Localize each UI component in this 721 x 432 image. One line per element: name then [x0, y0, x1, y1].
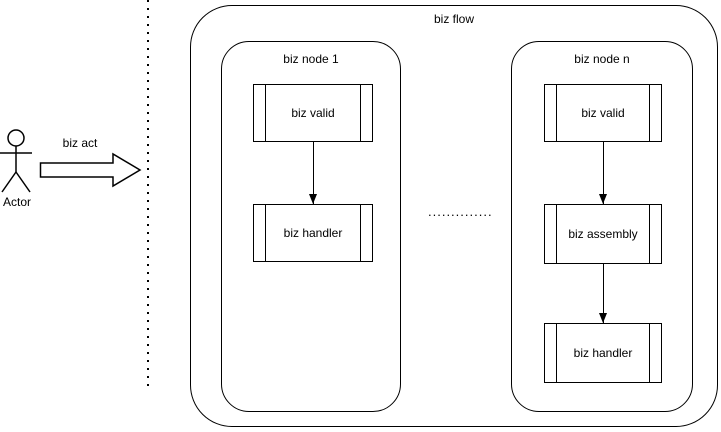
actor-figure-icon — [0, 129, 32, 193]
biz-act-label: biz act — [62, 136, 98, 150]
biz-node-n-title: biz node n — [574, 52, 630, 66]
connector-arrow-down — [309, 142, 317, 204]
biz-node-n-container: biz node n biz valid biz assembly biz ha… — [511, 41, 693, 412]
connector-arrow-down — [599, 264, 607, 323]
process-step-box-biz-handler: biz handler — [544, 323, 662, 383]
process-step-box-biz-assembly: biz assembly — [544, 204, 662, 264]
biz-flow-container: biz flow biz node 1 biz valid biz handle… — [190, 5, 718, 427]
dotted-separator-line — [147, 0, 149, 388]
biz-act-arrow-icon — [39, 152, 142, 188]
actor: Actor — [0, 127, 34, 213]
nodes-ellipsis: .............. — [428, 204, 493, 219]
biz-flow-title: biz flow — [433, 12, 474, 26]
process-step-box-biz-valid: biz valid — [253, 84, 373, 142]
biz-node-1-container: biz node 1 biz valid biz handler — [221, 41, 401, 412]
process-step-box-biz-valid: biz valid — [544, 84, 662, 142]
connector-arrow-down — [599, 142, 607, 204]
biz-node-1-title: biz node 1 — [283, 52, 339, 66]
actor-label: Actor — [2, 195, 31, 209]
process-step-box-biz-handler: biz handler — [253, 204, 373, 262]
